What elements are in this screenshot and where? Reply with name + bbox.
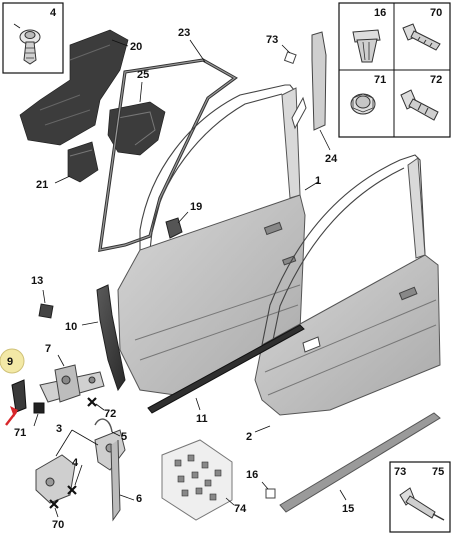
label-72-main: 72 [104,408,116,420]
label-2: 2 [246,431,252,443]
part-9-highlighted: 9 [0,348,27,426]
label-3: 3 [56,423,62,435]
blind-rivet-icon [399,487,445,521]
label-24: 24 [325,153,338,165]
label-16-inset: 16 [374,7,386,19]
label-10: 10 [65,321,77,333]
label-70-inset: 70 [430,7,442,19]
part-73-clip: 73 [266,34,297,65]
hinge-assembly: 3 4 5 6 70 [35,418,142,531]
label-75-inset: 75 [432,466,444,478]
label-72-inset: 72 [430,74,442,86]
label-13: 13 [31,275,43,287]
label-6: 6 [136,493,142,505]
part-1-front-door: 1 [117,84,321,396]
part-71-square: 71 [14,402,45,439]
part-10-door-seal: 10 [65,284,126,392]
part-13-pad: 13 [31,275,54,319]
part-25-pocket: 25 [107,69,166,156]
label-19: 19 [190,201,202,213]
label-21: 21 [36,179,48,191]
label-1: 1 [315,175,321,187]
part-74-clip-kit: 74 [161,439,247,521]
part-72-x-fastener: 72 [87,397,116,420]
label-20: 20 [130,41,142,53]
rivet-inset-panel: 73 75 [389,461,451,533]
part-23-window-seal: 23 [98,27,238,253]
label-25: 25 [137,69,149,81]
label-71-inset: 71 [374,74,386,86]
label-9: 9 [7,356,13,368]
shoulder-bolt-icon [400,89,439,121]
part-16-clip: 16 [246,469,276,499]
label-4-inset: 4 [50,7,57,19]
flange-bolt-icon [402,23,441,51]
label-23: 23 [178,27,190,39]
part-11-lower-strip: 11 [147,324,305,425]
part-21-block: 21 [36,141,99,191]
label-71-main: 71 [14,427,26,439]
label-5: 5 [121,431,127,443]
part-20-sound-insulation: 20 [19,29,142,146]
part-7-door-check: 7 [39,343,105,403]
fastener-inset-panel: 16 70 71 72 [338,2,451,138]
label-11: 11 [196,413,208,425]
part-15-sill-strip: 15 [279,412,441,515]
label-73-main: 73 [266,34,278,46]
flange-nut-icon [350,93,376,115]
part-19-mirror-seal: 19 [165,201,202,239]
label-73-inset: 73 [394,466,406,478]
label-74: 74 [234,503,247,515]
label-7: 7 [45,343,51,355]
part-2-rear-door: 2 [246,154,441,443]
label-4-main: 4 [72,457,79,469]
part-4-inset: 4 [2,2,64,74]
label-70-main: 70 [52,519,64,531]
label-15: 15 [342,503,354,515]
part-24-pillar-trim: 24 [291,31,338,165]
push-clip-icon [13,23,41,65]
label-16-main: 16 [246,469,258,481]
expansion-clip-icon [352,29,381,63]
